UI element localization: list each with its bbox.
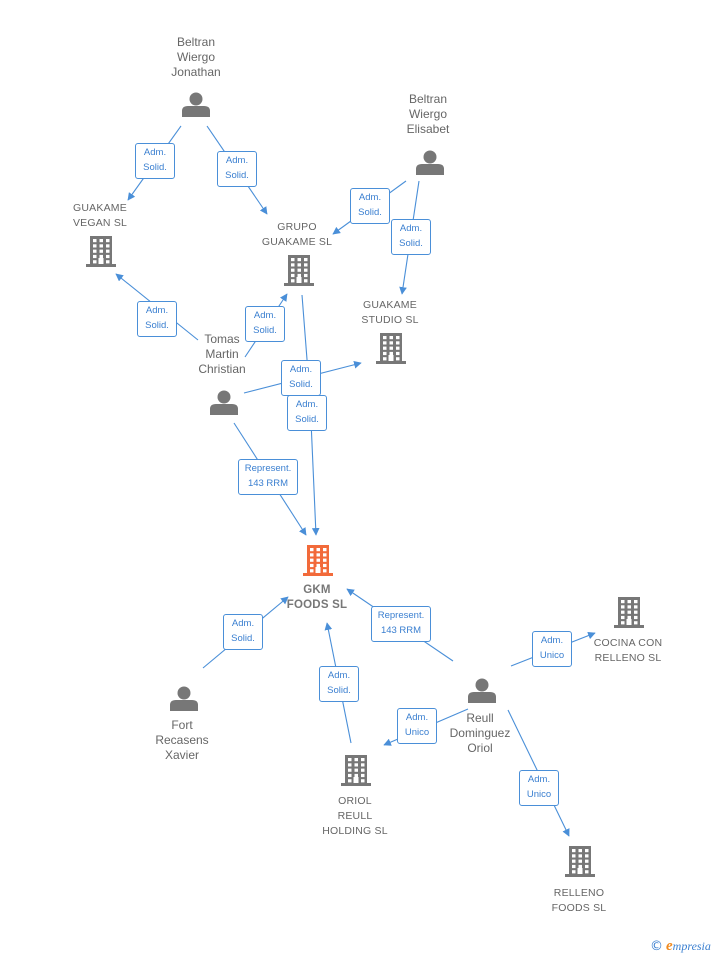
company-name-label[interactable]: GRUPO GUAKAME SL: [261, 221, 333, 248]
relation-label[interactable]: Adm. Unico: [532, 631, 572, 667]
building-icon[interactable]: [614, 597, 644, 628]
relation-label[interactable]: Adm. Solid.: [287, 395, 327, 431]
copyright-symbol: ©: [650, 939, 663, 954]
relation-label[interactable]: Adm. Solid.: [281, 360, 321, 396]
building-icon[interactable]: [565, 846, 595, 877]
empresia-credit[interactable]: ©empresia: [650, 938, 711, 955]
relation-label[interactable]: Adm. Unico: [397, 708, 437, 744]
building-icon[interactable]: [284, 255, 314, 286]
relation-label[interactable]: Adm. Solid.: [137, 301, 177, 337]
relation-label[interactable]: Adm. Solid.: [391, 219, 431, 255]
person-name-label[interactable]: Tomas Martin Christian: [198, 332, 246, 376]
person-icon[interactable]: [416, 150, 444, 176]
relation-label[interactable]: Adm. Solid.: [350, 188, 390, 224]
person-name-label[interactable]: Reull Dominguez Oriol: [449, 711, 511, 755]
company-name-label[interactable]: GUAKAME STUDIO SL: [361, 299, 419, 326]
company-name-label[interactable]: GUAKAME VEGAN SL: [72, 202, 128, 229]
empresia-logo-initial: e: [666, 938, 673, 954]
person-icon[interactable]: [468, 678, 496, 704]
company-name-label[interactable]: ORIOL REULL HOLDING SL: [322, 795, 388, 837]
person-icon[interactable]: [170, 686, 198, 712]
building-icon[interactable]: [303, 545, 333, 576]
relation-label[interactable]: Adm. Solid.: [319, 666, 359, 702]
company-name-label[interactable]: GKM FOODS SL: [286, 584, 348, 611]
building-icon[interactable]: [86, 236, 116, 267]
empresia-logo-text: mpresia: [672, 939, 711, 953]
company-name-label[interactable]: RELLENO FOODS SL: [551, 887, 607, 914]
person-icon[interactable]: [210, 390, 238, 416]
relation-label[interactable]: Adm. Solid.: [135, 143, 175, 179]
person-icon[interactable]: [182, 92, 210, 118]
company-name-label[interactable]: COCINA CON RELLENO SL: [593, 637, 663, 664]
relation-label[interactable]: Adm. Solid.: [245, 306, 285, 342]
building-icon[interactable]: [341, 755, 371, 786]
person-name-label[interactable]: Beltran Wiergo Elisabet: [406, 92, 450, 136]
relation-label[interactable]: Adm. Solid.: [217, 151, 257, 187]
relation-label[interactable]: Represent. 143 RRM: [238, 459, 298, 495]
relation-label[interactable]: Adm. Unico: [519, 770, 559, 806]
building-icon[interactable]: [376, 333, 406, 364]
person-name-label[interactable]: Beltran Wiergo Jonathan: [171, 35, 221, 79]
relation-label[interactable]: Represent. 143 RRM: [371, 606, 431, 642]
person-name-label[interactable]: Fort Recasens Xavier: [155, 718, 209, 762]
relation-label[interactable]: Adm. Solid.: [223, 614, 263, 650]
